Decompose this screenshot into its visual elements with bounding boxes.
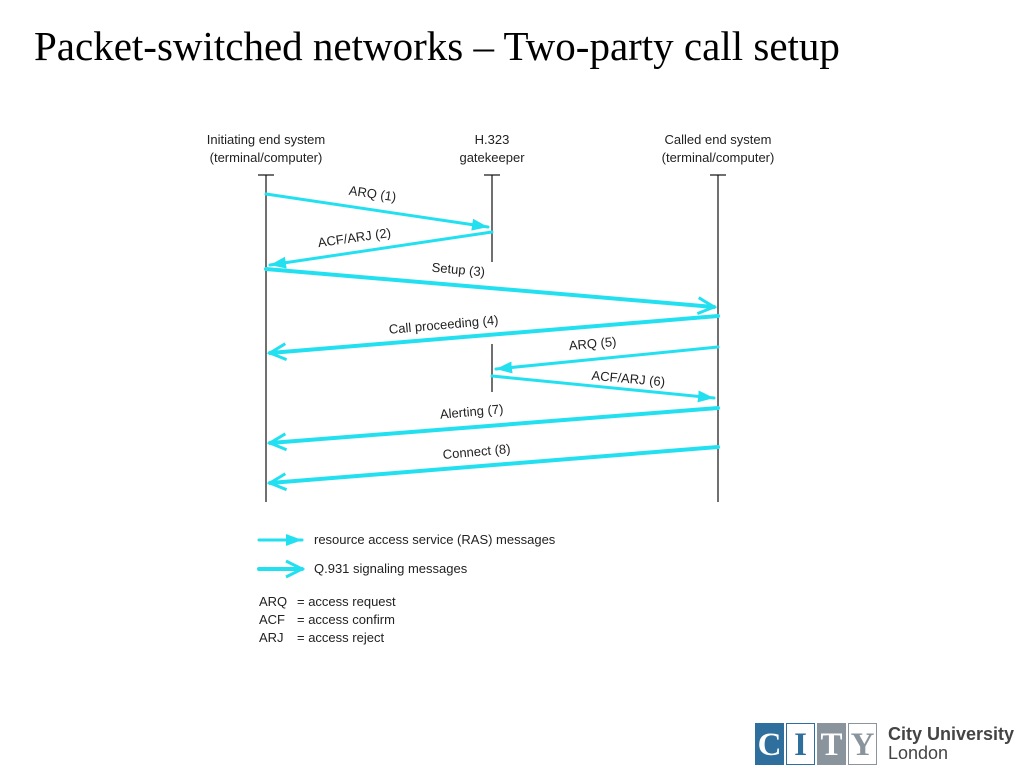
message-arrow: ACF/ARJ (6) — [490, 368, 716, 403]
message-label: Alerting (7) — [439, 401, 504, 421]
message-arrow: ARQ (1) — [264, 183, 490, 231]
lifeline-title: Called end system — [665, 132, 772, 147]
message-arrow: ARQ (5) — [494, 334, 720, 374]
lifeline-subtitle: gatekeeper — [459, 150, 525, 165]
abbreviation-term: ACF — [259, 612, 285, 627]
abbreviation-term: ARQ — [259, 594, 287, 609]
abbreviation-meaning: = access confirm — [297, 612, 395, 627]
message-arrow: Call proceeding (4) — [266, 312, 720, 362]
lifeline: H.323 gatekeeper — [459, 132, 525, 392]
lifeline-subtitle: (terminal/computer) — [662, 150, 775, 165]
message-line — [268, 230, 494, 269]
message-label: Connect (8) — [442, 441, 511, 462]
lifeline-subtitle: (terminal/computer) — [210, 150, 323, 165]
logo-letter: I — [786, 723, 815, 765]
lifeline-title: H.323 — [475, 132, 510, 147]
lifeline: Called end system (terminal/computer) — [662, 132, 775, 502]
legend-entry: resource access service (RAS) messages — [257, 532, 556, 547]
lifeline: Initiating end system (terminal/computer) — [207, 132, 326, 502]
logo-city-name: London — [888, 743, 949, 763]
logo-letter: Y — [848, 723, 877, 765]
abbreviation-entry: ARQ = access request — [259, 594, 396, 609]
lifelines: Initiating end system (terminal/computer)… — [207, 132, 775, 502]
legend-label: Q.931 signaling messages — [314, 561, 468, 576]
message-line — [266, 445, 720, 492]
abbreviation-term: ARJ — [259, 630, 284, 645]
message-line — [264, 267, 718, 316]
legend-label: resource access service (RAS) messages — [314, 532, 556, 547]
abbreviation-meaning: = access request — [297, 594, 396, 609]
message-arrow: Connect (8) — [266, 441, 720, 492]
logo-university-name: City University — [888, 724, 1015, 744]
abbreviation-meaning: = access reject — [297, 630, 384, 645]
message-label: Setup (3) — [431, 260, 486, 280]
legend: resource access service (RAS) messagesQ.… — [257, 532, 556, 645]
message-line — [264, 192, 490, 231]
message-arrow: ACF/ARJ (2) — [268, 225, 494, 269]
message-label: ACF/ARJ (6) — [591, 368, 666, 389]
message-line — [266, 314, 720, 362]
message-label: ARQ (5) — [568, 334, 617, 353]
message-label: ACF/ARJ (2) — [317, 225, 392, 250]
lifeline-title: Initiating end system — [207, 132, 326, 147]
message-line — [266, 406, 720, 452]
sequence-diagram: Initiating end system (terminal/computer)… — [207, 132, 775, 645]
logo-letter: T — [817, 723, 846, 765]
message-arrow: Setup (3) — [264, 260, 718, 316]
abbreviation-entry: ACF = access confirm — [259, 612, 395, 627]
message-arrow: Alerting (7) — [266, 401, 720, 452]
message-label: Call proceeding (4) — [388, 312, 499, 337]
logo-text: City University London — [888, 725, 1014, 763]
logo-letter: C — [755, 723, 784, 765]
message-line — [490, 374, 716, 403]
message-label: ARQ (1) — [348, 183, 397, 204]
abbreviation-entry: ARJ = access reject — [259, 630, 384, 645]
slide-title: Packet-switched networks – Two-party cal… — [34, 23, 840, 69]
message-line — [494, 345, 720, 374]
legend-entry: Q.931 signaling messages — [257, 559, 468, 579]
